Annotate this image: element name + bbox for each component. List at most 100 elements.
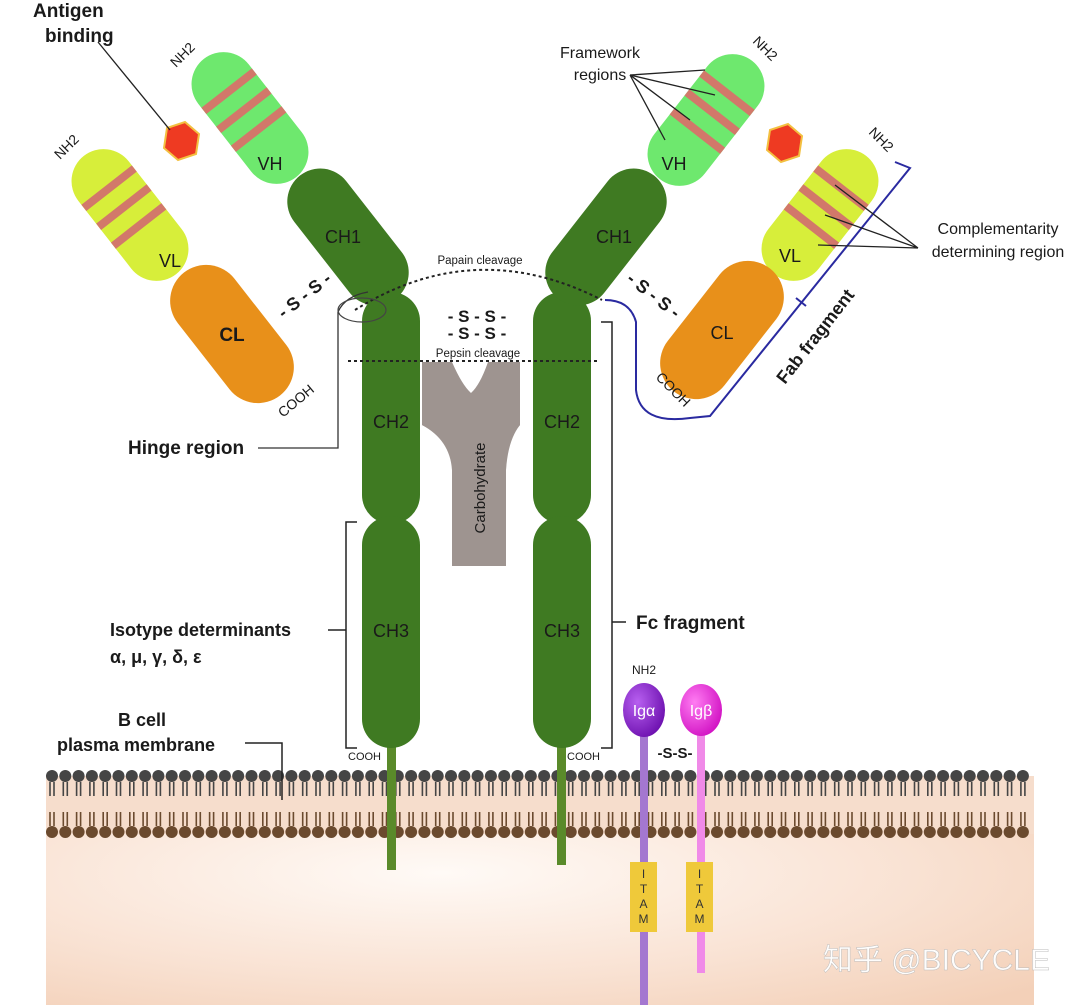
vl-right-label: VL [779, 246, 801, 266]
lipid-head [205, 826, 218, 838]
vl-left-label: VL [159, 251, 181, 271]
ig-beta-stalk [697, 728, 705, 973]
isotype-label-2: α, μ, γ, δ, ε [110, 647, 202, 667]
lipid-head [445, 826, 457, 838]
carbohydrate-label: Carbohydrate [472, 443, 489, 534]
lipid-head [711, 770, 723, 782]
lipid-head [511, 826, 524, 838]
nh2-vh-left: NH2 [167, 39, 198, 70]
cl-right-label: CL [710, 323, 733, 343]
ch3-right-label: CH3 [544, 621, 580, 641]
cdr-pointers [817, 184, 919, 249]
lipid-head [963, 826, 976, 838]
fc-bracket [601, 321, 626, 749]
lipid-head [564, 770, 577, 782]
lipid-head [272, 826, 285, 838]
lipid-head [950, 826, 963, 838]
cdr-label-2: determining region [932, 244, 1065, 261]
watermark: 知乎 @BICYCLE [823, 944, 1050, 977]
lipid-head [830, 770, 843, 782]
papain-label: Papain cleavage [437, 255, 522, 267]
hinge-region-label: Hinge region [128, 438, 244, 459]
framework-label: Framework [560, 45, 641, 62]
lipid-head [764, 770, 777, 782]
vh-left-label: VH [257, 154, 282, 174]
bcell-label-2: plasma membrane [57, 735, 215, 755]
itam-letter: T [696, 882, 704, 896]
antigen-binding-label: Antigen [33, 1, 104, 22]
lipid-head [764, 826, 777, 838]
nh2-vl-right: NH2 [866, 124, 897, 155]
cooh-right-stem: COOH [567, 751, 600, 763]
cl-left-label: CL [219, 325, 245, 346]
itam-box-beta [686, 862, 713, 932]
lipid-head [338, 826, 351, 838]
lipid-head [99, 826, 112, 838]
nh2-vl-left: NH2 [51, 131, 82, 162]
lipid-head [950, 770, 963, 782]
lipid-head [205, 770, 218, 782]
lipid-head [857, 826, 870, 838]
nh2-iga-label: NH2 [632, 663, 656, 677]
lipid-head [617, 770, 630, 782]
lipid-head [351, 770, 364, 782]
nh2-vh-right: NH2 [750, 33, 781, 64]
heavy-chain-tail-left [387, 740, 396, 870]
vh-left [191, 52, 309, 184]
b-cell-membrane [46, 770, 1034, 1005]
lipid-head [245, 770, 258, 782]
lipid-head [737, 770, 750, 782]
lipid-head [152, 826, 165, 838]
bcell-pointer [245, 742, 283, 800]
ig-beta-label: Igβ [690, 703, 713, 720]
lipid-head [458, 826, 471, 838]
lipid-head [963, 770, 976, 782]
lipid-head [990, 770, 1003, 782]
itam-letter: I [698, 867, 701, 881]
lipid-head [498, 770, 511, 782]
ch1-left [287, 168, 409, 306]
lipid-head [165, 826, 178, 838]
lipid-head [524, 826, 537, 838]
lipid-head [937, 826, 950, 838]
lipid-head [724, 770, 737, 782]
lipid-head [498, 826, 511, 838]
lipid-head [684, 770, 697, 782]
ch3-right [533, 516, 591, 748]
ig-beta-head [680, 684, 722, 736]
lipid-head [192, 826, 205, 838]
itam-letter: M [695, 912, 705, 926]
ch1-right [545, 168, 667, 306]
lipid-head [445, 770, 457, 782]
lipid-head [591, 770, 604, 782]
lipid-head [604, 770, 617, 782]
antigen-binding-label-2: binding [45, 26, 114, 47]
hinge-ss-bond-1: - S - S - [448, 307, 507, 326]
lipid-head [338, 770, 351, 782]
framework-pointers [629, 69, 716, 141]
lipid-head [1016, 826, 1029, 838]
lipid-head [883, 826, 896, 838]
ch2-left [362, 292, 420, 524]
lipid-head [870, 770, 883, 782]
hinge-outline [337, 297, 387, 323]
lipid-head [591, 826, 604, 838]
hinge-ss-bond-2: - S - S - [448, 324, 507, 343]
lipid-head [923, 826, 936, 838]
fab-arm-right-heavy: CH1 VH [545, 54, 765, 306]
cdr-label: Complementarity [938, 221, 1059, 238]
lipid-head [218, 826, 231, 838]
lipid-head [657, 770, 670, 782]
lipid-head [125, 826, 138, 838]
ig-alpha-label: Igα [633, 703, 656, 720]
lipid-head [418, 770, 431, 782]
lipid-head [538, 770, 551, 782]
lipid-head [325, 770, 338, 782]
lipid-head [617, 826, 630, 838]
lipid-head [804, 826, 817, 838]
lipid-head [524, 770, 537, 782]
lipid-head [471, 826, 484, 838]
ch2-left-label: CH2 [373, 412, 409, 432]
lipid-head [192, 770, 205, 782]
